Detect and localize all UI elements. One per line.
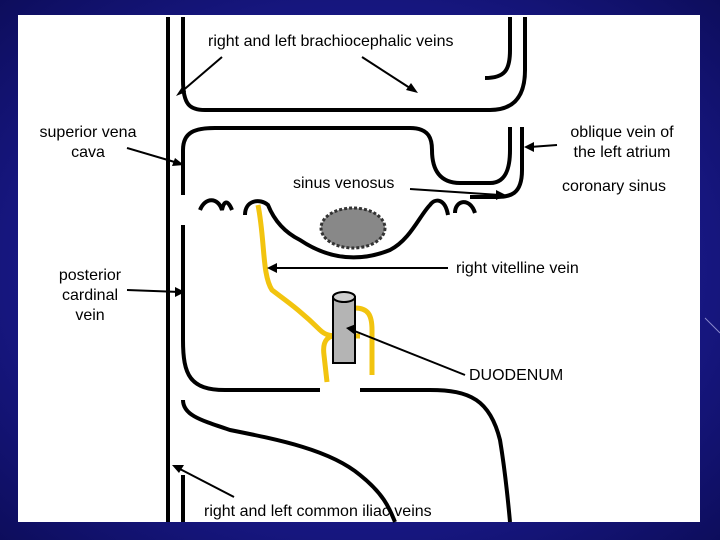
label-posterior-cardinal: posterior cardinal vein [50, 266, 130, 326]
oblique-vein-wall [470, 127, 524, 199]
vitelline-loop-right [354, 305, 375, 375]
iliac-inner-wall [181, 399, 397, 523]
cardinal-inner-lower [181, 225, 320, 392]
cardinal-vein-inner-upper [181, 17, 527, 112]
label-brachiocephalic: right and left brachiocephalic veins [208, 33, 454, 50]
label-svc-line1: superior vena [39, 124, 137, 141]
label-svc: superior vena cava [32, 123, 144, 163]
iliac-outer-wall [360, 388, 512, 523]
brachiocephalic-inner-wall [484, 17, 512, 80]
label-oblique: oblique vein of the left atrium [560, 123, 684, 163]
label-oblique-line2: the left atrium [573, 144, 671, 161]
label-oblique-line1: oblique vein of [570, 124, 674, 141]
label-posterior-line3: vein [75, 307, 105, 324]
label-posterior-line1: posterior [58, 267, 122, 284]
arrows [126, 56, 558, 498]
sinus-upper-wall [181, 126, 512, 185]
arrowheads [172, 83, 534, 473]
label-duodenum: DUODENUM [469, 367, 564, 384]
label-coronary-sinus: coronary sinus [562, 178, 667, 195]
sinus-venosus-cup [198, 198, 477, 260]
label-right-vitelline: right vitelline vein [456, 260, 579, 277]
sinus-blob [319, 206, 387, 250]
corner-decoration [704, 317, 720, 334]
label-iliac: right and left common iliac veins [204, 503, 432, 520]
label-svc-line2: cava [71, 144, 105, 161]
label-posterior-line2: cardinal [61, 287, 119, 304]
label-sinus-venosus: sinus venosus [293, 175, 395, 192]
duodenum-cylinder [332, 291, 356, 364]
